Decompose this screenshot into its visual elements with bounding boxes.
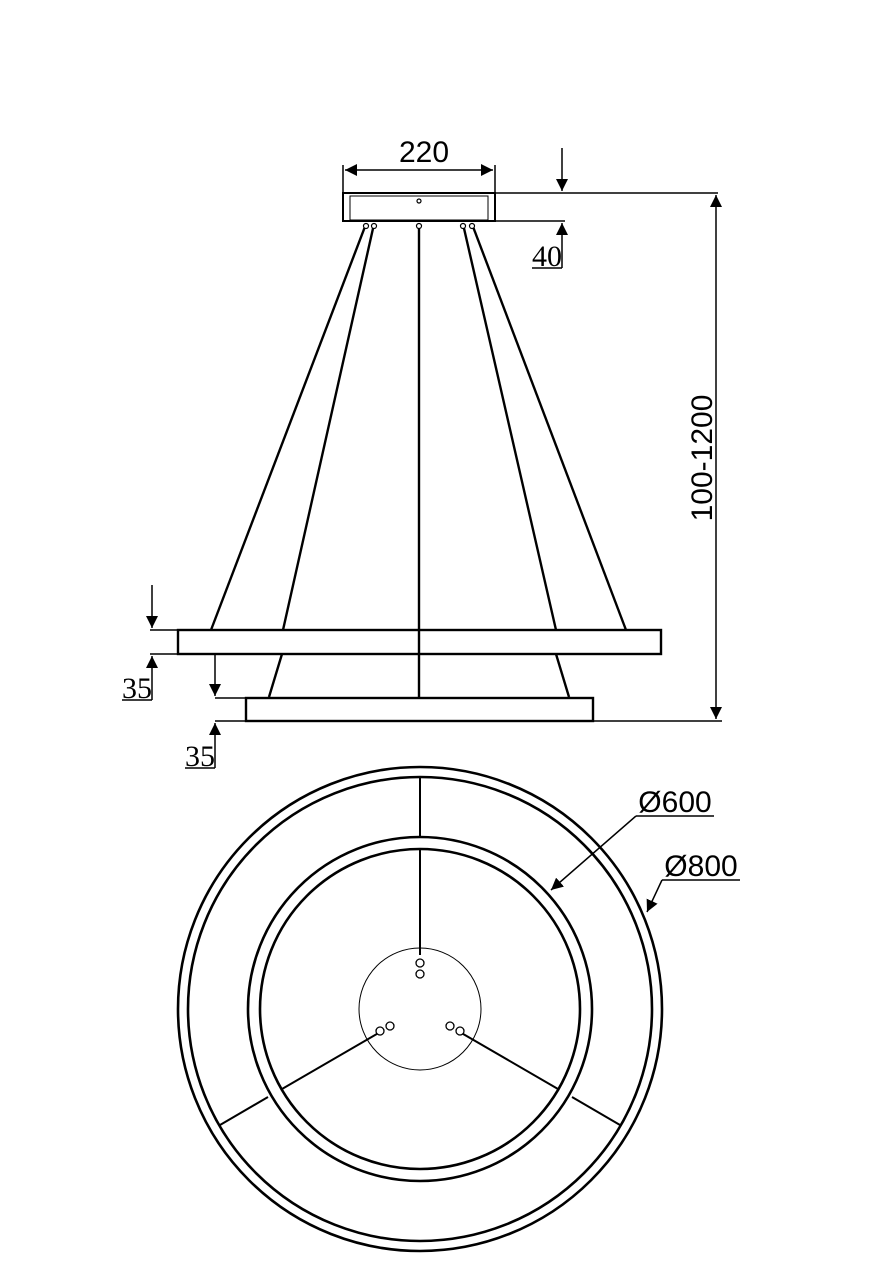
canopy-width-label: 220	[399, 136, 449, 169]
suspension-length-dimension: 100-1200	[593, 195, 722, 722]
lower-ring-thickness-dimension: 35	[185, 654, 246, 773]
lower-ring-side	[244, 696, 595, 723]
outer-diameter-label: Ø800	[664, 850, 737, 883]
suspension-length-label: 100-1200	[686, 395, 719, 522]
canopy	[342, 192, 496, 222]
inner-diameter-label: Ø600	[638, 786, 711, 819]
upper-ring-thickness-label: 35	[122, 672, 152, 705]
lower-ring-thickness-label: 35	[185, 740, 215, 773]
outer-ring-outer-edge	[176, 765, 664, 1253]
support-spokes	[219, 777, 621, 1126]
outer-diameter-leader: Ø800	[646, 850, 740, 913]
cable-attachment-points	[375, 958, 465, 1036]
canopy-height-dimension: 40	[443, 148, 718, 273]
outer-ring-inner-edge	[186, 775, 654, 1243]
top-view: Ø600 Ø800	[176, 765, 740, 1253]
upper-ring-thickness-dimension: 35	[122, 585, 178, 705]
upper-ring-side	[176, 628, 663, 656]
inner-diameter-leader: Ø600	[550, 786, 714, 891]
suspension-cables	[209, 222, 628, 698]
canopy-width-dimension: 220	[342, 136, 496, 192]
canopy-height-label: 40	[532, 240, 562, 273]
side-view: 220 40 100-1200 35	[122, 136, 722, 773]
